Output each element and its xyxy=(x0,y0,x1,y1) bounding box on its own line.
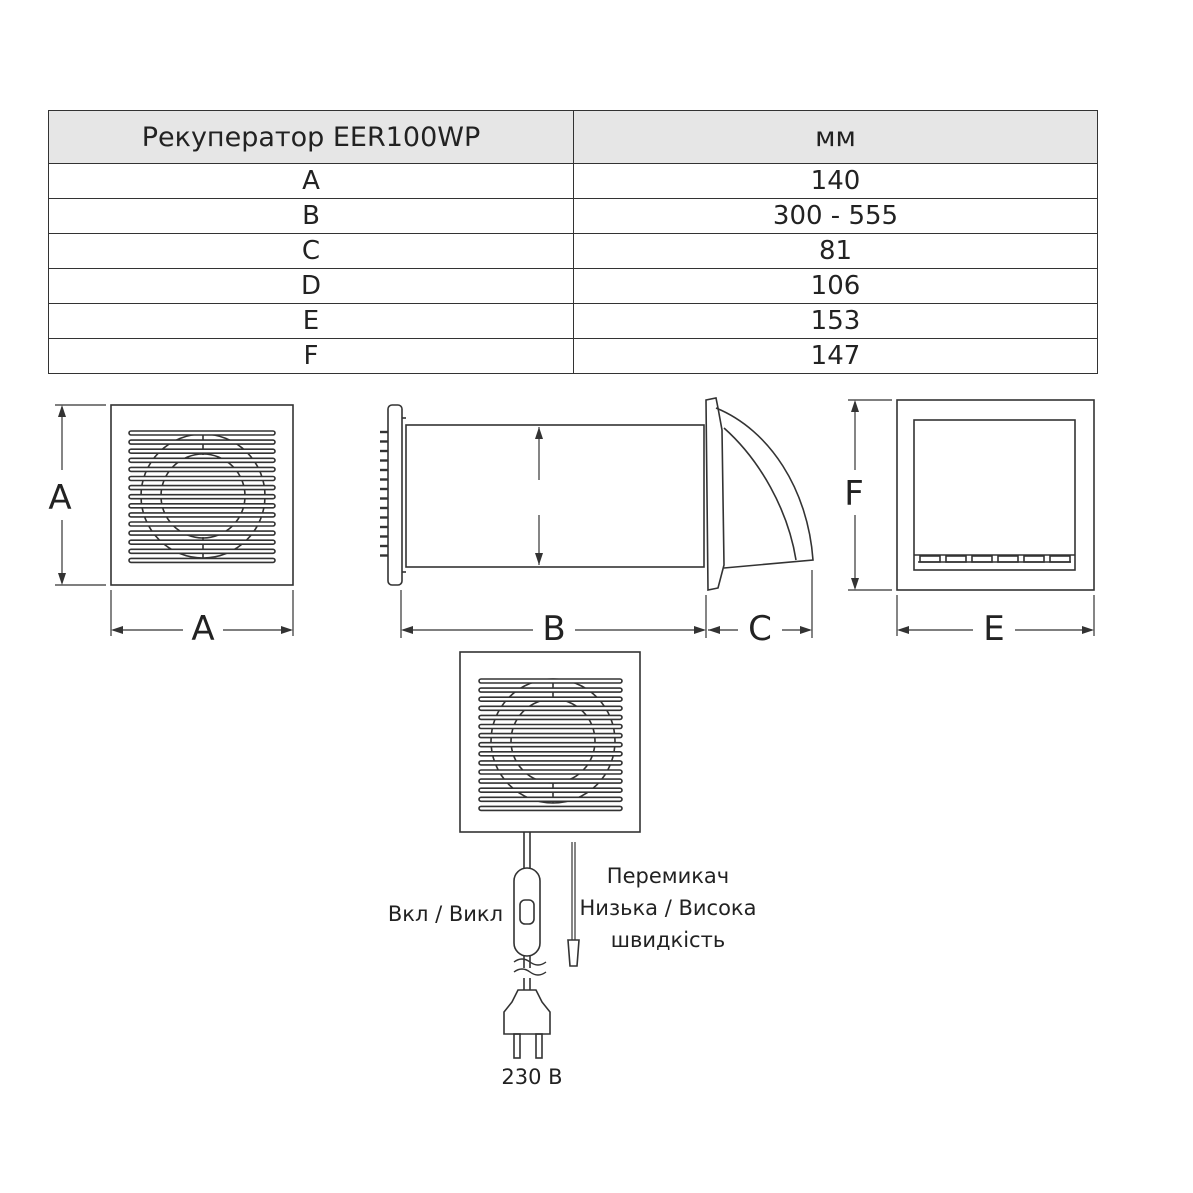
dimension-value: 140 xyxy=(573,163,1098,199)
inline-switch-icon xyxy=(513,867,541,957)
grille-slat xyxy=(128,493,276,500)
grille-slat xyxy=(478,723,623,730)
grille-slat xyxy=(128,439,276,445)
vent-slot xyxy=(919,555,941,563)
dimension-value: 106 xyxy=(573,268,1098,304)
grille-slat xyxy=(478,687,623,693)
pull-cord xyxy=(567,842,580,967)
dimension-key: D xyxy=(48,268,574,304)
side-view xyxy=(380,397,814,591)
vent-slot xyxy=(945,555,967,563)
dimension-side-length xyxy=(400,590,707,638)
grille-slat xyxy=(478,760,623,766)
table-header-model: Рекуператор EER100WP xyxy=(48,110,574,164)
dimension-hood-depth xyxy=(708,570,813,638)
label-pull-cord-2: Низька / Висока xyxy=(580,896,757,920)
table-header-row: Рекуператор EER100WP мм xyxy=(48,110,1098,164)
grille-slat xyxy=(478,696,623,703)
grille-slat xyxy=(128,530,276,536)
grille-slat xyxy=(478,705,623,712)
dimension-value: 153 xyxy=(573,303,1098,339)
vent-slot xyxy=(971,555,993,563)
rear-vent-slots xyxy=(919,555,1071,563)
label-rear-height: F xyxy=(844,474,864,514)
front-view-grille xyxy=(110,404,294,586)
grille-slat xyxy=(478,741,623,748)
grille-slat xyxy=(478,796,623,803)
vent-slot xyxy=(1023,555,1045,563)
wiring-grille-slats xyxy=(478,678,623,812)
table-header-unit: мм xyxy=(573,110,1098,164)
dimension-value: 81 xyxy=(573,233,1098,269)
grille-slat xyxy=(478,678,623,684)
label-side-length: B xyxy=(542,609,565,649)
grille-slat xyxy=(128,512,276,518)
label-switch: Вкл / Викл xyxy=(388,902,503,926)
grille-slat xyxy=(478,778,623,784)
label-pull-cord-3: швидкість xyxy=(611,928,725,952)
grille-slat xyxy=(478,805,623,812)
dimension-front-height xyxy=(55,404,106,586)
dimension-rear-width xyxy=(896,595,1095,636)
grille-slat xyxy=(128,484,276,491)
plug-icon xyxy=(503,989,551,1035)
grille-slat xyxy=(478,787,623,794)
label-hood-depth: C xyxy=(748,609,772,649)
grille-slat xyxy=(128,430,276,436)
grille-slat xyxy=(478,714,623,721)
dimension-rear-height xyxy=(848,399,892,591)
grille-slat xyxy=(128,539,276,546)
label-rear-width: E xyxy=(983,609,1004,649)
grille-slat xyxy=(478,769,623,775)
dimension-key: B xyxy=(48,198,574,234)
grille-slat xyxy=(128,521,276,527)
vent-slot xyxy=(1049,555,1071,563)
label-pull-cord-1: Перемикач xyxy=(607,864,729,888)
pull-cord-handle-icon xyxy=(567,939,580,967)
grille-slat xyxy=(128,502,276,509)
label-voltage: 230 В xyxy=(501,1065,562,1089)
grille-slat xyxy=(128,457,276,464)
grille-slat xyxy=(478,750,623,757)
grille-slat xyxy=(128,448,276,455)
dimension-front-width xyxy=(110,590,294,636)
label-front-height: A xyxy=(48,478,71,518)
grille-slat xyxy=(128,475,276,482)
dimension-key: F xyxy=(48,338,574,374)
dimension-value: 147 xyxy=(573,338,1098,374)
grille-slat xyxy=(128,557,276,564)
grille-slat xyxy=(128,548,276,555)
rear-view-hood xyxy=(896,399,1095,591)
wiring-view-grille xyxy=(459,651,641,833)
side-grille-ticks xyxy=(380,430,388,557)
grille-slat xyxy=(478,732,623,739)
front-grille-slats xyxy=(128,430,276,564)
vent-slot xyxy=(997,555,1019,563)
grille-slat xyxy=(128,466,276,473)
label-front-width: A xyxy=(191,609,214,649)
power-cable xyxy=(503,832,551,1059)
